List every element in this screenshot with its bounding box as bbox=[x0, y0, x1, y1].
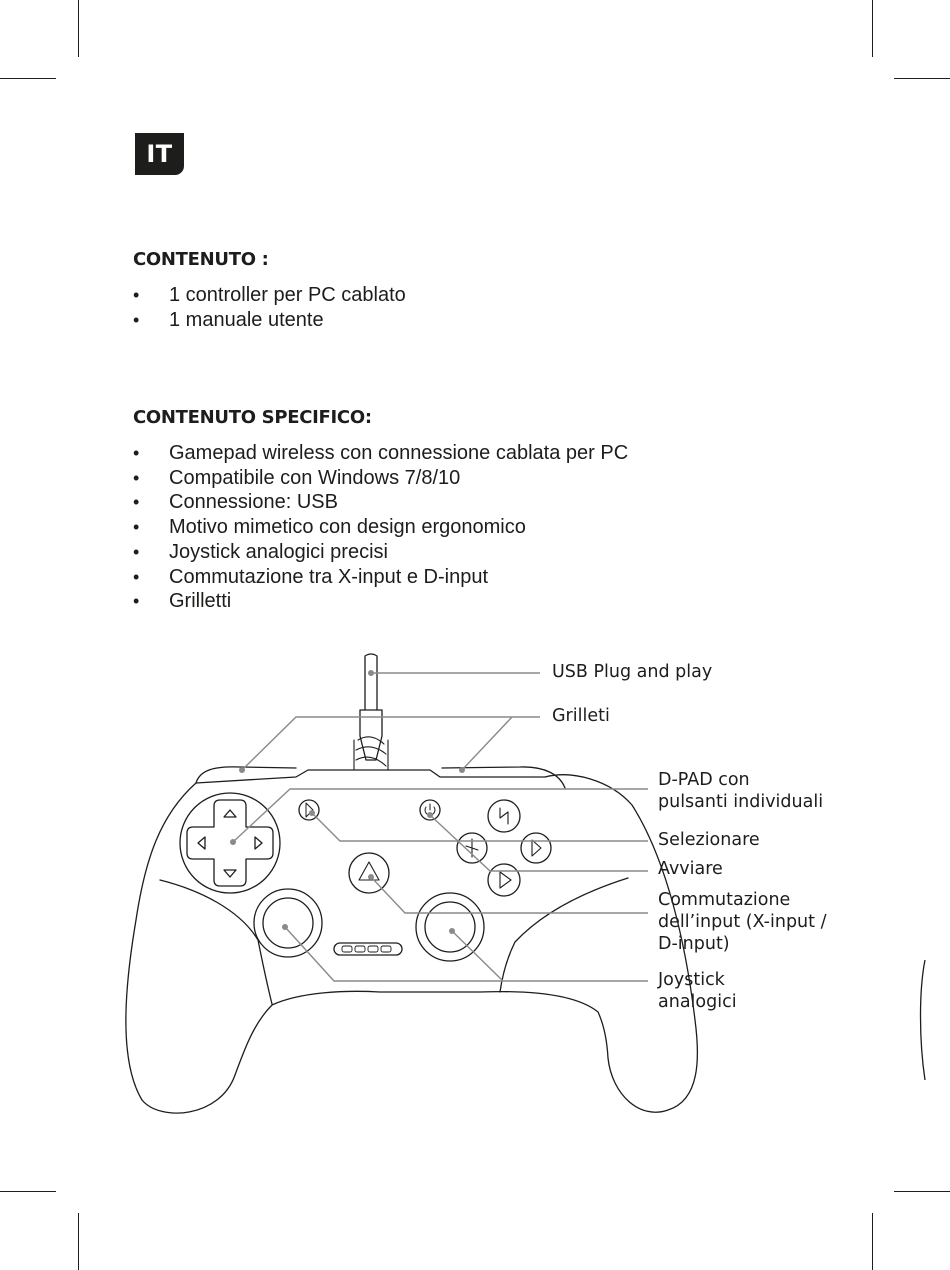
dpad-right-arrow bbox=[254, 836, 263, 850]
home-button bbox=[419, 799, 441, 821]
contents-list: 1 controller per PC cablato 1 manuale ut… bbox=[133, 283, 406, 332]
left-joystick-outer bbox=[253, 888, 323, 958]
dpad-left-arrow bbox=[197, 836, 206, 850]
left-grip-contour bbox=[159, 879, 273, 1005]
list-item: Commutazione tra X-input e D-input bbox=[133, 565, 628, 590]
crop-mark bbox=[894, 78, 950, 79]
leader-joysticks bbox=[284, 926, 648, 982]
list-item: Grilletti bbox=[133, 589, 628, 614]
page-edge-arc bbox=[919, 959, 926, 1081]
list-item: Connessione: USB bbox=[133, 490, 628, 515]
leader-dpad bbox=[232, 788, 648, 843]
controller-body bbox=[125, 769, 699, 1114]
crop-mark bbox=[0, 78, 56, 79]
leader-select bbox=[311, 812, 648, 842]
dpad-down-arrow bbox=[223, 869, 237, 878]
left-joystick-inner bbox=[262, 897, 314, 949]
led-grille bbox=[333, 942, 403, 956]
face-button-top bbox=[487, 799, 521, 833]
face-button-left bbox=[456, 832, 488, 864]
face-button-bottom bbox=[487, 863, 521, 897]
list-item: Gamepad wireless con connessione cablata… bbox=[133, 441, 628, 466]
callout-switch-line3: D-input) bbox=[658, 934, 730, 954]
crop-mark bbox=[872, 0, 873, 57]
language-badge: IT bbox=[135, 133, 184, 175]
controller-diagram bbox=[125, 653, 699, 1114]
callout-usb: USB Plug and play bbox=[552, 662, 713, 682]
crop-mark bbox=[0, 1191, 56, 1192]
dpad-up-arrow bbox=[223, 809, 237, 818]
callout-select: Selezionare bbox=[658, 830, 760, 850]
mode-button bbox=[348, 852, 390, 894]
cable-strain-relief bbox=[359, 709, 383, 761]
right-joystick-inner bbox=[424, 901, 476, 953]
list-item: 1 controller per PC cablato bbox=[133, 283, 406, 308]
list-item: Joystick analogici precisi bbox=[133, 540, 628, 565]
specs-list: Gamepad wireless con connessione cablata… bbox=[133, 441, 628, 614]
crop-mark bbox=[872, 1213, 873, 1270]
callout-switch-line1: Commutazione bbox=[658, 890, 791, 910]
leader-triggers bbox=[241, 716, 540, 771]
specs-heading: CONTENUTO SPECIFICO: bbox=[133, 407, 372, 428]
right-joystick-outer bbox=[415, 892, 485, 962]
usb-cable bbox=[364, 653, 378, 711]
left-shoulder bbox=[195, 766, 297, 784]
list-item: Motivo mimetico con design ergonomico bbox=[133, 515, 628, 540]
dpad-cross bbox=[186, 799, 274, 887]
leader-start bbox=[429, 814, 648, 872]
crop-mark bbox=[894, 1191, 950, 1192]
contents-heading: CONTENUTO : bbox=[133, 249, 269, 270]
dpad-ring bbox=[179, 792, 281, 894]
crop-mark bbox=[78, 1213, 79, 1270]
callout-triggers: Grilleti bbox=[552, 706, 610, 726]
list-item: Compatibile con Windows 7/8/10 bbox=[133, 466, 628, 491]
right-grip-contour bbox=[499, 877, 629, 993]
crop-mark bbox=[78, 0, 79, 57]
callout-dpad-line2: pulsanti individuali bbox=[658, 792, 824, 812]
callout-start: Avviare bbox=[658, 859, 723, 879]
leader-switch bbox=[370, 876, 648, 914]
callout-dpad-line1: D-PAD con bbox=[658, 770, 750, 790]
list-item: 1 manuale utente bbox=[133, 308, 406, 333]
callout-joystick-line1: Joystick bbox=[658, 970, 725, 990]
face-button-right bbox=[520, 832, 552, 864]
callout-switch-line2: dell’input (X-input / bbox=[658, 912, 827, 932]
right-shoulder bbox=[441, 766, 566, 789]
select-button bbox=[298, 799, 320, 821]
callout-joystick-line2: analogici bbox=[658, 992, 737, 1012]
